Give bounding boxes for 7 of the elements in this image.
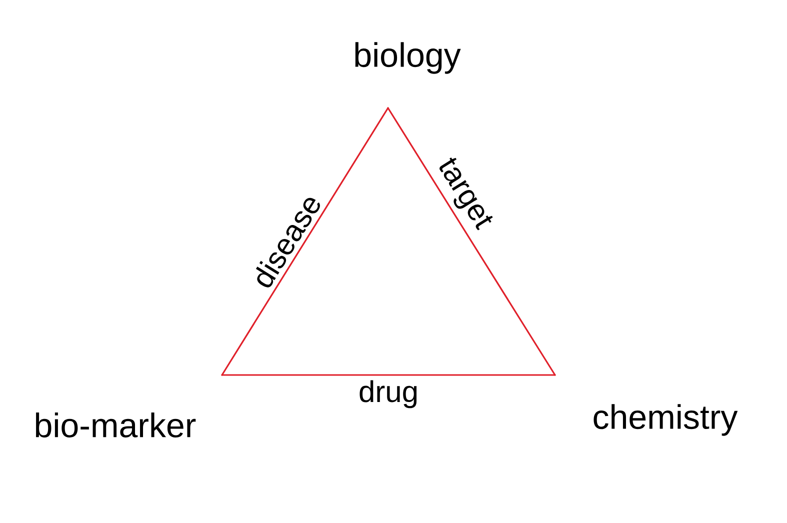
vertex-label: biology bbox=[355, 42, 461, 74]
vertex-label: chemistry bbox=[594, 404, 738, 436]
triangle-side bbox=[221, 374, 556, 376]
triangle-side bbox=[387, 107, 556, 376]
edge-label: drug bbox=[357, 379, 420, 410]
triangle-side bbox=[221, 107, 389, 376]
vertex-label: bio-marker bbox=[36, 412, 196, 438]
